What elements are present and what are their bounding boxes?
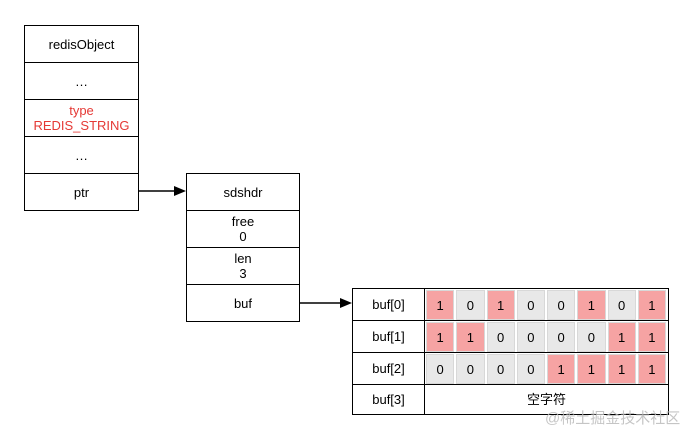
buffer-row-label: buf[1] xyxy=(352,320,425,353)
redisobject-ptr-cell: ptr xyxy=(24,173,139,211)
bit-cell: 0 xyxy=(456,354,485,384)
bit-cell: 1 xyxy=(577,354,606,384)
type-label: type xyxy=(69,103,94,118)
type-value: REDIS_STRING xyxy=(33,118,130,133)
null-char-text: 空字符 xyxy=(526,392,566,407)
bit-cell: 1 xyxy=(637,290,666,320)
bit-cell: 0 xyxy=(547,322,576,352)
bit-cell: 1 xyxy=(426,322,455,352)
sdshdr-len-cell: len 3 xyxy=(186,247,300,285)
bit-cell: 1 xyxy=(456,322,485,352)
buffer-row-label: buf[3] xyxy=(352,384,425,415)
redisobject-ellipsis: … xyxy=(75,73,88,89)
buf-arrow-head-icon xyxy=(340,298,352,308)
sdshdr-free-cell: free 0 xyxy=(186,210,300,248)
bit-cell: 0 xyxy=(577,322,606,352)
redisobject-title: redisObject xyxy=(48,36,115,52)
len-value: 3 xyxy=(239,266,247,281)
bit-cell: 0 xyxy=(516,322,545,352)
sdshdr-title-cell: sdshdr xyxy=(186,173,300,211)
bit-cell: 0 xyxy=(486,322,515,352)
buffer-row-label-text: buf[1] xyxy=(372,329,405,344)
bit-cell: 0 xyxy=(456,290,485,320)
bit-cell: 1 xyxy=(577,290,606,320)
bit-cell: 0 xyxy=(486,354,515,384)
buffer-row-label-text: buf[0] xyxy=(372,297,405,312)
redisobject-ellipsis-cell-2: … xyxy=(24,136,139,174)
bit-cell: 0 xyxy=(516,290,545,320)
redisobject-type-cell: type REDIS_STRING xyxy=(24,99,139,137)
redisobject-title-cell: redisObject xyxy=(24,25,139,63)
redisobject-ellipsis-2: … xyxy=(75,147,88,163)
sdshdr-title: sdshdr xyxy=(223,184,263,200)
bit-cell: 0 xyxy=(547,290,576,320)
bit-cell: 1 xyxy=(426,290,455,320)
ptr-arrow-head-icon xyxy=(174,186,186,196)
row-separator xyxy=(425,320,668,321)
free-value: 0 xyxy=(239,229,247,244)
bit-cell: 0 xyxy=(516,354,545,384)
sdshdr-buf-cell: buf xyxy=(186,284,300,322)
watermark: @稀土掘金技术社区 xyxy=(545,410,681,427)
null-char-cell: 空字符 xyxy=(424,384,669,415)
bit-cell: 1 xyxy=(637,322,666,352)
bit-cell: 0 xyxy=(607,290,636,320)
buffer-row-label-text: buf[2] xyxy=(372,361,405,376)
bit-cell: 1 xyxy=(486,290,515,320)
bit-cell: 1 xyxy=(547,354,576,384)
bit-cell: 1 xyxy=(637,354,666,384)
row-separator xyxy=(425,352,668,353)
bit-cell: 1 xyxy=(607,322,636,352)
bit-cell: 0 xyxy=(426,354,455,384)
free-label: free xyxy=(231,214,255,229)
len-label: len xyxy=(234,251,252,266)
bit-cell: 1 xyxy=(607,354,636,384)
buffer-row-label-text: buf[3] xyxy=(372,392,405,407)
buf-label: buf xyxy=(233,295,253,311)
ptr-label: ptr xyxy=(73,184,90,200)
